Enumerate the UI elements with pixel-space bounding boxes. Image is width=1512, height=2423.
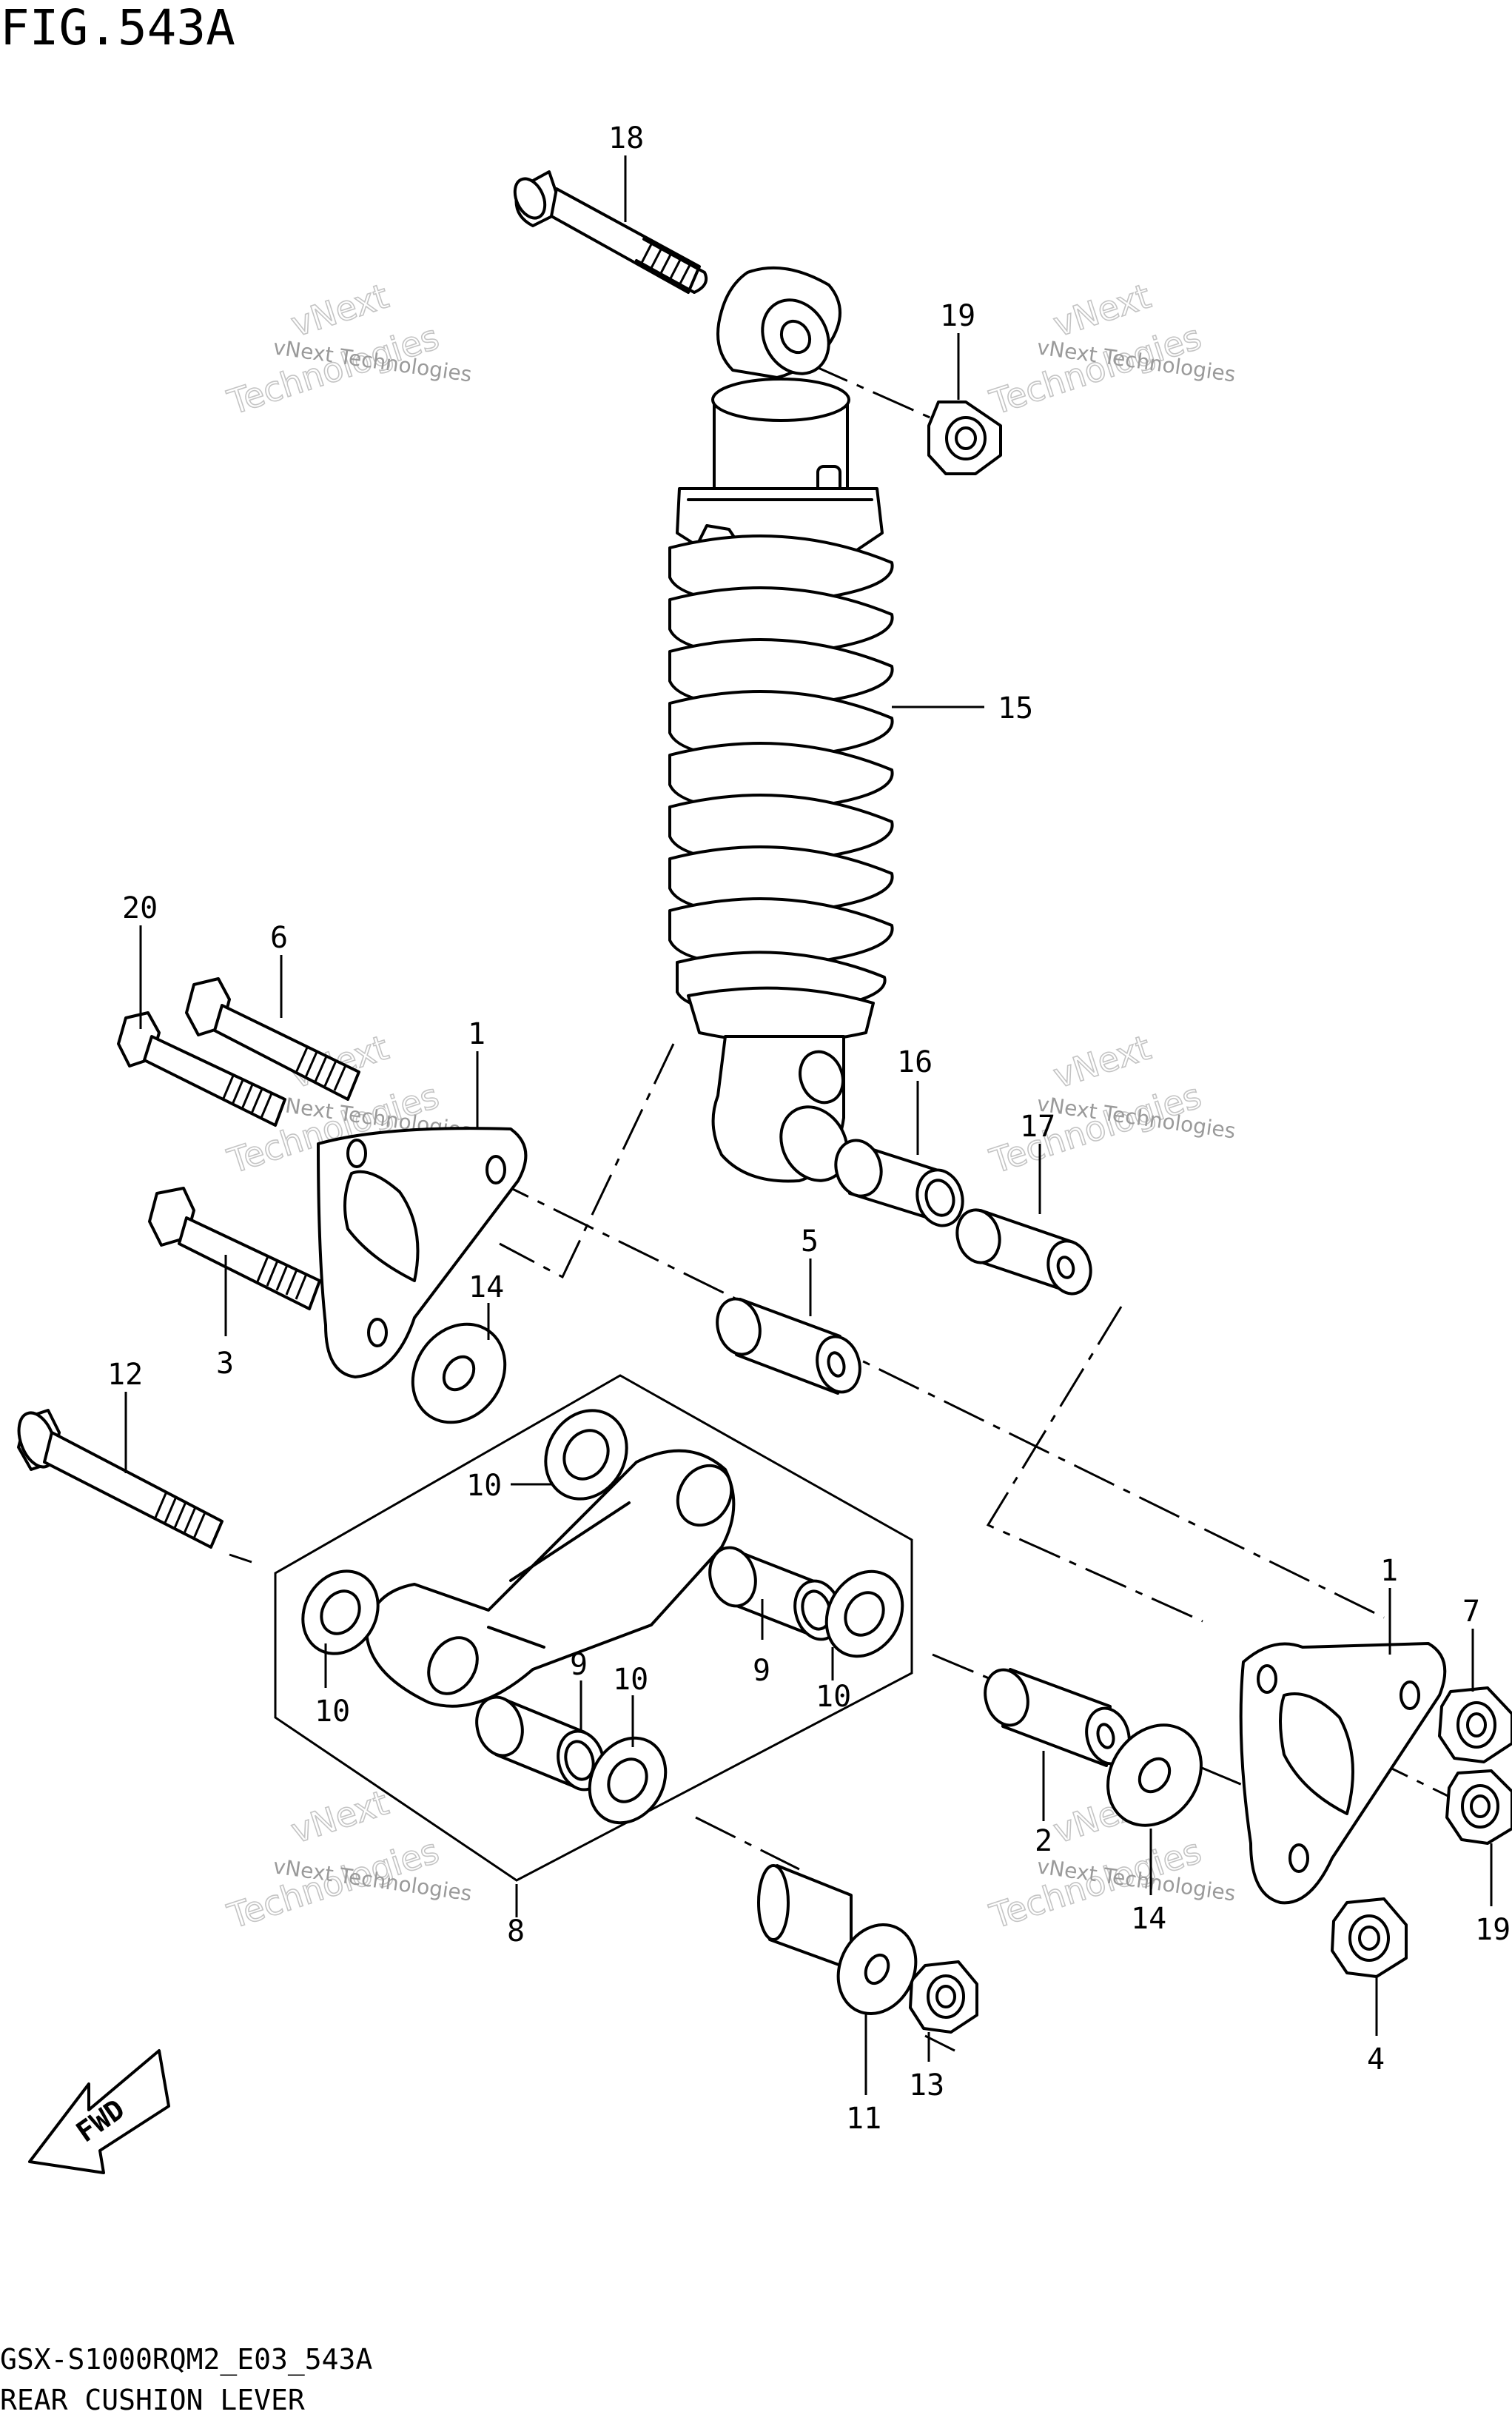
watermark: vNext Technologies vNext Technologies [222, 1782, 474, 1937]
callout-9: 9 [570, 1648, 588, 1682]
bearing-16 [834, 1139, 964, 1227]
watermark: vNext Technologies vNext Technologies [984, 1027, 1237, 1182]
callout-10: 10 [315, 1695, 350, 1729]
model-code: GSX-S1000RQM2_E03_543A [0, 2343, 372, 2376]
callout-19: 19 [940, 299, 975, 333]
callout-15: 15 [998, 691, 1033, 725]
spring-coils [668, 534, 894, 1016]
callouts: 18 19 15 20 6 1 16 17 5 14 3 12 10 9 9 1… [107, 121, 1511, 2136]
callout-5: 5 [801, 1224, 819, 1259]
callout-10: 10 [613, 1663, 648, 1697]
callout-3: 3 [216, 1347, 234, 1381]
washer-left [411, 1322, 507, 1424]
lever-assembly-box [274, 1374, 913, 1882]
watermark: vNext Technologies vNext Technologies [222, 275, 474, 423]
callout-16: 16 [897, 1045, 933, 1079]
callout-9: 9 [753, 1654, 770, 1688]
bolt-20 [117, 1011, 286, 1127]
bolt-3 [148, 1187, 321, 1310]
callout-10: 10 [466, 1469, 502, 1503]
watermark-brand: vNext [286, 1783, 394, 1851]
nut-7 [1438, 1686, 1512, 1763]
upper-mount-bolt [513, 170, 708, 294]
bushing-17 [955, 1208, 1092, 1296]
callout-18: 18 [608, 121, 644, 155]
collar-5 [716, 1297, 861, 1395]
flanged-collar-11 [757, 1864, 918, 2016]
callout-8: 8 [507, 1914, 525, 1948]
callout-4: 4 [1367, 2042, 1385, 2077]
upper-mount-nut [927, 401, 1002, 475]
nut-13 [909, 1960, 978, 2034]
lever-plate-left [317, 1127, 528, 1378]
callout-1: 1 [1380, 1554, 1398, 1588]
watermark: vNext Technologies vNext Technologies [984, 275, 1237, 423]
callout-17: 17 [1020, 1110, 1055, 1144]
nut-19-lower [1445, 1769, 1512, 1845]
watermark-brand: vNext [1049, 1028, 1156, 1096]
lever-plate-right [1239, 1642, 1447, 1905]
callout-12: 12 [107, 1358, 143, 1392]
nut-4 [1331, 1897, 1408, 1978]
washer-right [1106, 1723, 1203, 1827]
callout-20: 20 [122, 891, 158, 925]
rear-shock-absorber [668, 266, 894, 1183]
callout-10: 10 [816, 1680, 851, 1714]
collar-2 [984, 1668, 1131, 1767]
callout-2: 2 [1035, 1824, 1052, 1858]
callout-14: 14 [1131, 1902, 1166, 1936]
bolt-12 [17, 1409, 224, 1549]
callout-14: 14 [468, 1270, 504, 1304]
callout-6: 6 [270, 921, 288, 955]
callout-7: 7 [1462, 1595, 1480, 1629]
leader-lines [124, 155, 1493, 2095]
callout-13: 13 [909, 2068, 944, 2102]
figure-title: FIG.543A [0, 0, 235, 56]
callout-1: 1 [468, 1017, 485, 1051]
callout-19: 19 [1475, 1913, 1511, 1947]
figure-caption: REAR CUSHION LEVER [0, 2384, 305, 2416]
callout-11: 11 [846, 2102, 881, 2136]
fwd-arrow: FWD [28, 2049, 170, 2174]
bolt-6 [185, 977, 360, 1101]
